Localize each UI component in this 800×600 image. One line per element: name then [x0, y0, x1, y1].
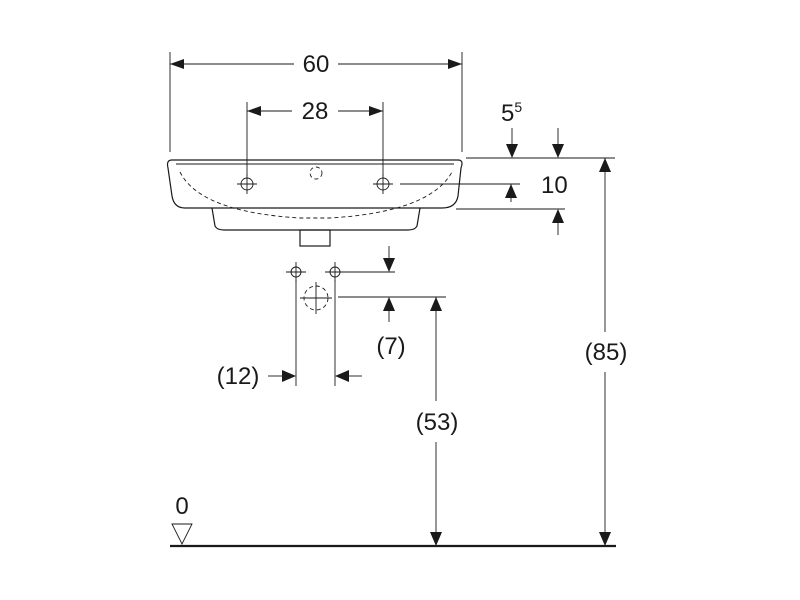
dim-label-12: (12) — [217, 363, 260, 390]
dim-outlet-height: (53) — [416, 297, 459, 546]
dim-label-60: 60 — [303, 51, 330, 78]
washbasin — [166, 159, 463, 247]
tap-hole-right — [373, 174, 393, 194]
dim-overall-width: 60 — [169, 51, 463, 152]
dim-label-5-5: 55 — [501, 99, 522, 127]
dim-label-53: (53) — [416, 409, 459, 436]
dim-rim-offset: 55 — [466, 99, 615, 159]
dim-label-10: 10 — [541, 172, 568, 199]
drain-outlet — [299, 229, 331, 247]
floor-level: 0 — [170, 493, 616, 548]
basin-outline — [166, 159, 463, 209]
floor-level-marker — [171, 523, 193, 546]
dim-label-28: 28 — [302, 98, 329, 125]
dim-supply-spacing: (12) — [217, 280, 362, 390]
bowl-hidden-line — [179, 171, 453, 219]
dim-label-7: (7) — [376, 333, 405, 360]
dim-rim-height: (85) — [585, 158, 628, 546]
waste-point — [300, 282, 332, 314]
supply-point-right — [325, 262, 345, 282]
dim-label-5-base: 5 — [501, 100, 514, 127]
tap-hole-left — [237, 174, 257, 194]
dim-drain-outlet: (7) — [338, 246, 446, 360]
basin-lower-body — [211, 207, 421, 231]
supply-point-left — [286, 262, 306, 282]
dim-label-5-superscript: 5 — [514, 99, 522, 115]
dim-label-85: (85) — [585, 339, 628, 366]
dim-bowl-depth: 10 — [400, 172, 568, 235]
connection-points — [286, 262, 345, 314]
floor-level-label: 0 — [175, 493, 188, 520]
overflow-hole — [309, 166, 323, 180]
dim-tap-spacing: 28 — [246, 98, 384, 176]
